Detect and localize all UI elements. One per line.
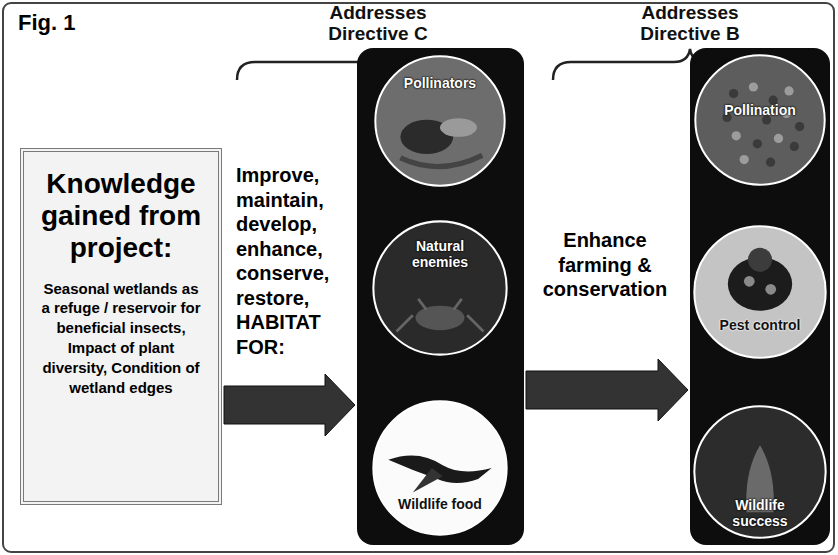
- circle-label: Pest control: [707, 317, 813, 333]
- photo-disc: [694, 406, 825, 537]
- photo-detail: [744, 276, 755, 287]
- photo-detail: [400, 155, 482, 166]
- photo-detail: [795, 122, 804, 131]
- photo-detail: [784, 86, 793, 95]
- photo-detail: [749, 82, 758, 91]
- photo-detail: [396, 299, 483, 332]
- figure-title: Fig. 1: [18, 10, 75, 36]
- photo-disc: [373, 221, 506, 354]
- photo-detail: [740, 155, 749, 164]
- photo-detail: [774, 134, 783, 143]
- box-heading: Knowledge gained from project:: [32, 168, 210, 265]
- photo-disc: [695, 55, 824, 184]
- photo-disc: [373, 401, 506, 534]
- block-arrow: [526, 359, 688, 421]
- photo-detail: [766, 158, 775, 167]
- circle-label: Wildlife food: [386, 496, 494, 512]
- photo-circle: Wildlife food: [372, 400, 508, 536]
- outer-frame: [3, 3, 834, 552]
- photo-disc: [694, 226, 825, 357]
- photo-detail: [440, 118, 477, 136]
- circle-label: Natural enemies: [386, 238, 494, 270]
- photo-detail: [729, 89, 738, 98]
- circle-outline: [374, 55, 506, 187]
- photo-circle: Wildlife success: [693, 405, 827, 539]
- photo-detail: [413, 468, 443, 492]
- block-arrow: [224, 374, 355, 436]
- box-body: Seasonal wetlands as a refuge / reservoi…: [32, 279, 210, 398]
- photo-detail: [765, 284, 776, 295]
- panel-column: Addresses Directive BPollinationPest con…: [690, 48, 830, 545]
- knowledge-box: Knowledge gained from project: Seasonal w…: [20, 148, 222, 505]
- photo-detail: [416, 306, 465, 330]
- photo-detail: [790, 142, 799, 151]
- column-heading: Addresses Directive C: [313, 2, 443, 44]
- circle-label: Wildlife success: [707, 497, 813, 529]
- photo-detail: [732, 131, 741, 140]
- circle-outline: [694, 54, 826, 186]
- circle-label: Pollinators: [388, 75, 492, 91]
- photo-circle: Pollination: [694, 54, 826, 186]
- photo-detail: [388, 455, 491, 482]
- photo-circle: Pest control: [693, 225, 827, 359]
- edge-label: Improve, maintain, develop, enhance, con…: [236, 163, 348, 359]
- edge-label: Enhance farming & conservation: [530, 228, 680, 302]
- panel-column: Addresses Directive CPollinatorsNatural …: [357, 48, 524, 545]
- photo-circle: Natural enemies: [372, 220, 508, 356]
- column-heading: Addresses Directive B: [625, 2, 755, 44]
- photo-disc: [375, 56, 504, 185]
- circle-outline: [372, 400, 508, 536]
- circle-outline: [693, 225, 827, 359]
- photo-circle: Pollinators: [374, 55, 506, 187]
- photo-detail: [748, 248, 772, 272]
- circle-label: Pollination: [708, 102, 812, 118]
- photo-detail: [753, 139, 762, 148]
